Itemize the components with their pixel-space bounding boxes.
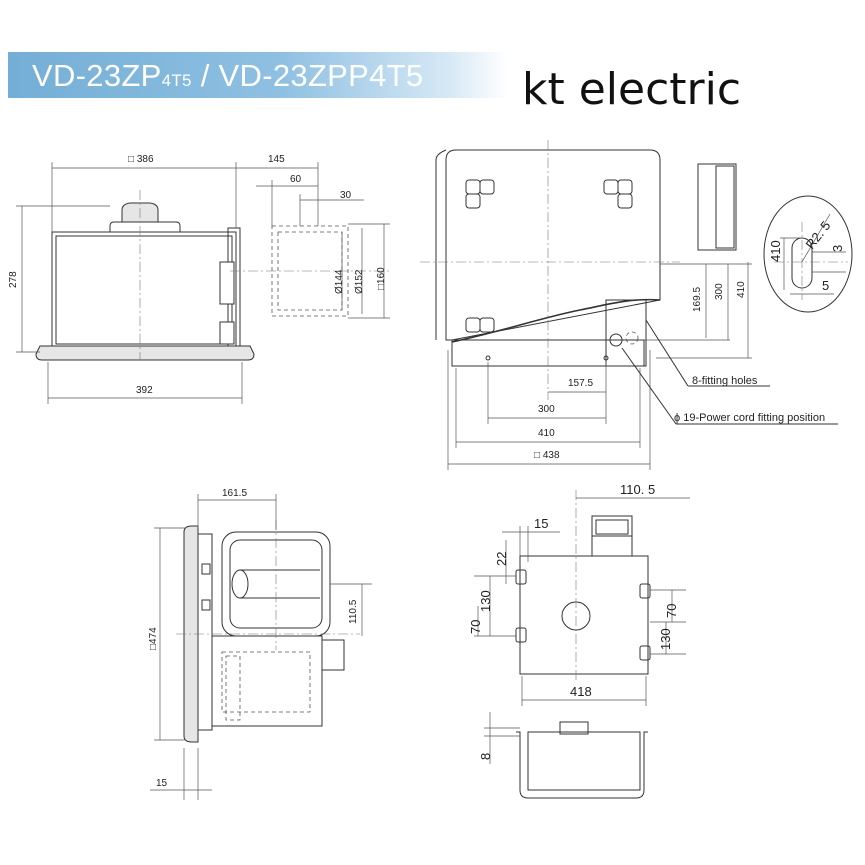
dim-mount-130-r: 130 [658,628,673,650]
dim-d152: Ø152 [354,269,365,294]
model-a-suffix: 4T5 [161,71,192,90]
dim-r2-5: R2. 5 [803,218,834,252]
top-panel [445,149,661,341]
side-frame [197,533,213,731]
dim-mount-8: 8 [478,753,493,760]
dim-mount-110-5: 110. 5 [620,482,655,497]
mount-view: 110. 5 15 22 130 70 70 130 418 [468,482,690,799]
front-body [51,231,237,349]
dim-5: 5 [822,278,829,293]
dim-mount-130-l: 130 [478,590,493,612]
dim-mount-70-r: 70 [664,604,679,618]
dim-duct-offset: 145 [268,154,285,165]
detail-view: 410 R2. 5 3 5 [763,195,853,313]
corner-bracket-tl [465,179,495,209]
dim-top-width: □ 386 [128,154,154,165]
front-terminal-box [219,261,235,305]
dim-60: 60 [290,174,302,185]
model-b: / VD-23ZPP4T5 [191,58,424,93]
mount-tray-inner [527,731,641,791]
dim-161-5: 161.5 [222,488,247,499]
front-view: □ 386 145 60 30 278 392 Ø144 Ø152 □160 [8,154,390,404]
mount-tray [516,731,648,799]
dim-mount-418: 418 [570,684,592,699]
dim-sq474: □474 [148,627,159,650]
brand-name: kt electric [522,64,742,115]
dim-410-h: 410 [538,428,555,439]
dim-bottom-width: 392 [136,385,153,396]
dim-mount-22: 22 [494,552,509,566]
front-duct-inner [277,231,343,311]
side-view: 161.5 □474 110.5 15 [148,488,372,800]
front-terminal-lower [219,321,235,345]
callout-fitting-holes: 8-fitting holes [692,375,758,387]
dim-d144: Ø144 [334,269,345,294]
mount-tray-tab [559,721,589,735]
model-title: VD-23ZP4T5 / VD-23ZPP4T5 [32,58,423,94]
dim-300-v: 300 [714,283,725,300]
corner-bracket-tr [603,179,633,209]
dim-30: 30 [340,190,352,201]
dim-mount-15: 15 [534,516,548,531]
side-motor-body [211,635,323,727]
dim-detail-410: 410 [768,240,783,262]
dim-mount-70-l: 70 [468,620,483,634]
model-a: VD-23ZP [32,58,162,93]
top-bracket [605,299,647,367]
dim-sq438: □ 438 [534,450,560,461]
mount-body [519,555,649,675]
top-view: 169.5 300 410 157.5 300 410 □ 438 8-fitt… [420,140,838,470]
dim-3: 3 [830,245,845,252]
dim-300-h: 300 [538,404,555,415]
callout-power-cord: ϕ 19-Power cord fitting position [674,412,825,424]
dim-side-110-5: 110.5 [348,599,359,624]
dim-height: 278 [8,271,19,288]
corner-bracket-bl [465,317,495,333]
dim-side-15: 15 [156,778,168,789]
dim-157-5: 157.5 [568,378,593,389]
dim-410-v: 410 [736,281,747,298]
title-banner [8,52,508,98]
dim-sq160: □160 [376,267,387,290]
detail-slot [791,237,813,289]
top-duct-side [697,163,737,251]
detail-circle [763,195,853,313]
power-cord-hole [609,333,623,347]
front-body-inner [55,235,233,345]
front-flange [35,345,255,361]
front-cap-rim [109,221,181,232]
side-terminal [321,639,345,671]
dim-169-5: 169.5 [692,287,703,312]
